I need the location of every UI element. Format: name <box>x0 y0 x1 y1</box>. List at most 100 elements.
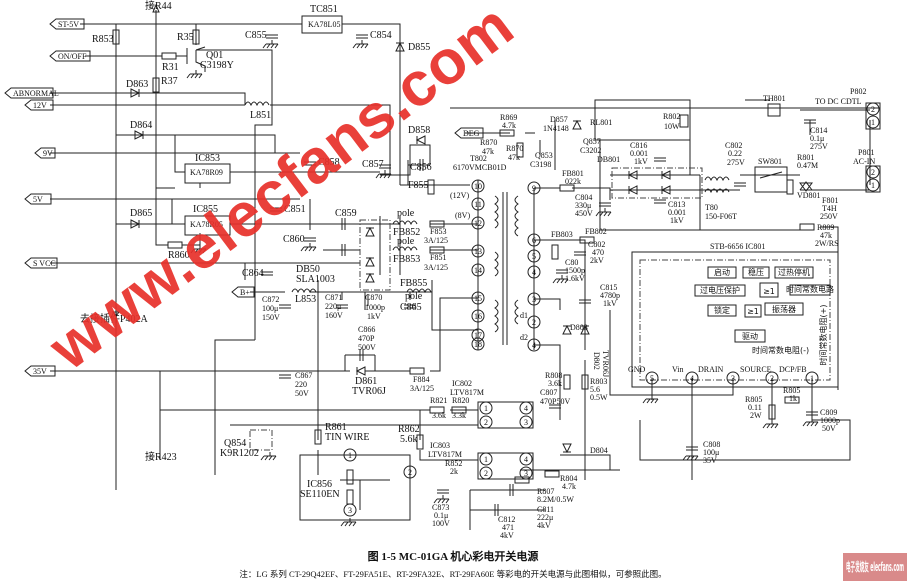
ground-icon <box>352 40 369 49</box>
label-3: 3 <box>524 418 528 427</box>
pin-icon <box>645 371 659 385</box>
connector-icon <box>49 18 85 30</box>
resistor-icon <box>429 406 445 414</box>
label-d861: D861 <box>355 376 377 387</box>
label-r808: R808 <box>545 371 562 380</box>
pin-icon <box>403 465 417 479</box>
label-svcc: S VCC <box>33 259 56 268</box>
label-4: 14 <box>474 266 482 275</box>
diode-icon <box>130 88 141 98</box>
wires <box>50 3 880 530</box>
driver-block <box>734 329 766 343</box>
label-c866-v1: 470P <box>358 334 375 343</box>
label-c870: C870 <box>365 293 382 302</box>
label-or2: ≥1 <box>747 307 759 316</box>
label-c816: C816 <box>630 141 647 150</box>
label-r852: R852 <box>445 459 462 468</box>
label-c851: C851 <box>284 204 306 215</box>
label-c865: C865 <box>400 302 422 313</box>
capacitor-icon <box>304 161 316 166</box>
label-d802: D802 <box>592 352 601 370</box>
label-r803-v2: 0.5W <box>590 393 608 402</box>
label-f851: F851 <box>430 253 446 262</box>
resistor-icon <box>409 367 425 375</box>
label-1: 1 <box>871 181 875 190</box>
label-source: SOURCE <box>740 365 772 374</box>
label-r860: R860 <box>168 250 190 261</box>
or-gate-block <box>759 282 779 298</box>
label-dcpfb: DCP/FB <box>779 365 807 374</box>
label-c802-v1: 0.22 <box>728 149 742 158</box>
pin-icon <box>479 452 493 466</box>
label-3: 2 <box>770 374 774 383</box>
label-1: 6 <box>532 236 536 245</box>
or-gate-block <box>744 304 762 318</box>
pin-icon <box>527 292 541 306</box>
ground-icon <box>300 243 317 252</box>
thermistor-icon <box>767 103 781 117</box>
label-v9: 9V <box>43 149 53 158</box>
label-r862: R862 <box>398 424 420 435</box>
connector-icon <box>24 365 56 377</box>
label-c870-v1: 1000p <box>365 303 385 312</box>
capacitor-icon <box>404 304 416 309</box>
resistor-icon <box>429 246 445 254</box>
resistor-icon <box>429 220 445 228</box>
label-rl801: RL801 <box>590 118 612 127</box>
label-c871-v1: 220μ <box>325 302 341 311</box>
regulator-icon <box>184 163 231 184</box>
pin-icon <box>519 401 533 415</box>
label-0: 2 <box>871 105 875 114</box>
ground-icon <box>433 495 450 504</box>
label-r821-v: 3.6k <box>432 411 446 420</box>
label-r805a-v1: 0.11 <box>748 403 762 412</box>
capacitor-icon <box>336 304 348 309</box>
bridge-rectifier-icon <box>611 167 703 199</box>
label-c80-v1: 1500p <box>565 266 585 275</box>
label-f801: F801 <box>822 196 838 205</box>
resistor-icon <box>516 142 524 158</box>
diode-icon <box>365 272 375 283</box>
label-f801-v2: 250V <box>820 212 838 221</box>
label-0: 1 <box>484 455 488 464</box>
label-d865: D865 <box>130 208 152 219</box>
pin-icon <box>471 291 485 305</box>
connector-icon <box>4 87 54 99</box>
label-r809-v1: 47k <box>820 231 832 240</box>
label-6: 16 <box>474 312 482 321</box>
label-7: 17 <box>474 331 482 340</box>
label-drain: DRAIN <box>698 365 724 374</box>
pin-icon <box>471 179 485 193</box>
label-vd801: VD801 <box>797 191 821 200</box>
capacitor-icon <box>266 34 278 39</box>
label-t80: T80 <box>705 203 718 212</box>
label-v5: 5V <box>33 195 43 204</box>
resistor-icon <box>514 476 530 484</box>
capacitor-icon <box>364 294 369 306</box>
label-1: 4 <box>690 374 694 383</box>
label-q853: Q853 <box>535 151 553 160</box>
ground-icon <box>375 170 392 179</box>
pin-icon <box>866 178 880 192</box>
label-r807: R807 <box>537 487 554 496</box>
label-abnormal: ABNORMAL <box>13 89 59 98</box>
label-1: 2 <box>484 469 488 478</box>
label-d855: D855 <box>408 42 430 53</box>
label-to-p402a: 去接插件P402A <box>80 312 149 325</box>
label-r820: R820 <box>452 396 469 405</box>
label-t802: T802 <box>470 154 487 163</box>
label-c812: C812 <box>498 515 515 524</box>
label-1: 2 <box>484 418 488 427</box>
label-r31: R31 <box>162 62 179 73</box>
oscillator-block <box>764 302 804 316</box>
label-5: 2 <box>532 318 536 327</box>
resistor-icon <box>581 374 589 390</box>
label-regulate: 稳压 <box>748 267 764 277</box>
resistor-icon <box>499 129 515 137</box>
label-v12tap: (12V) <box>450 191 469 200</box>
label-3: 13 <box>474 247 482 256</box>
label-3: 4 <box>532 268 536 277</box>
label-db801: DB801 <box>597 155 620 164</box>
